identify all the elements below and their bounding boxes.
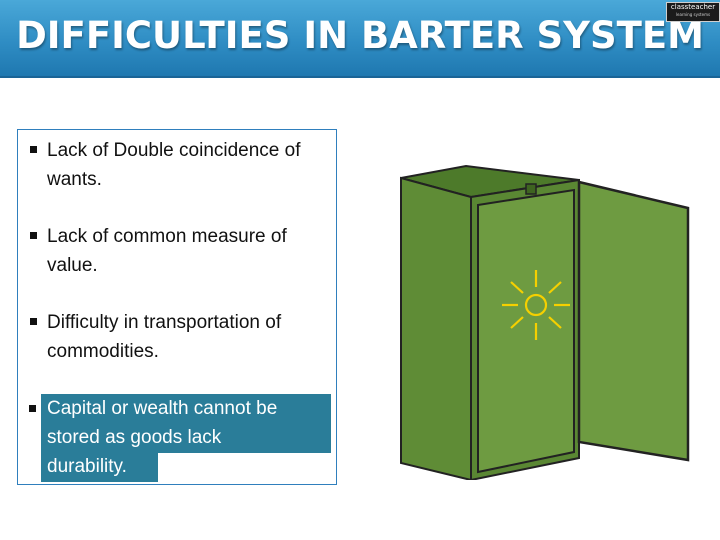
- brand-logo: classteacher learning systems: [666, 2, 720, 22]
- title-bar: DIFFICULTIES IN BARTER SYSTEM classteach…: [0, 0, 720, 78]
- highlight-line-1: Capital or wealth cannot be: [41, 394, 331, 424]
- cabinet-side-icon: [400, 176, 472, 480]
- bullet-text: Lack of common measure of value.: [47, 226, 287, 276]
- highlight-line-3: durability.: [41, 452, 158, 482]
- bullet-text: Lack of Double coincidence of wants.: [47, 140, 301, 190]
- logo-sub-text: learning systems: [675, 12, 711, 17]
- bullet-marker-icon: [30, 232, 37, 239]
- cabinet-panel-icon: [477, 188, 575, 474]
- cabinet-with-sun-icon: [400, 164, 690, 480]
- bullet-marker-icon: [29, 405, 36, 412]
- bullet-text: Difficulty in transportation of commodit…: [47, 312, 282, 362]
- open-door-icon: [577, 180, 690, 462]
- latch-icon: [525, 183, 537, 195]
- page-title: DIFFICULTIES IN BARTER SYSTEM: [16, 14, 704, 57]
- highlight-line-2: stored as goods lack: [41, 423, 331, 453]
- logo-main-text: classteacher: [670, 3, 716, 11]
- sun-icon: [502, 270, 570, 340]
- bullet-marker-icon: [30, 146, 37, 153]
- bullet-marker-icon: [30, 318, 37, 325]
